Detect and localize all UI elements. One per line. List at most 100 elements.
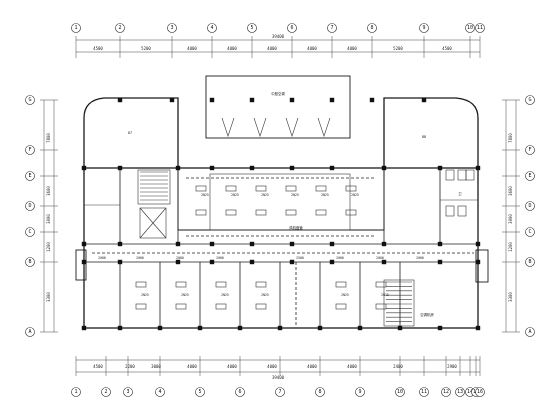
axis-bubble [327, 23, 337, 33]
left-dim-label: 7800 [46, 133, 51, 143]
duct-label: 2N25 [341, 293, 349, 297]
bottom-dim-label: 2900 [447, 364, 457, 369]
top-dim-label: 4000 [187, 46, 197, 51]
axis-bubble [25, 327, 35, 337]
bottom-axis-bubbles: 12345678910111213141516 [71, 387, 485, 397]
column [175, 241, 181, 247]
axis-bubble-label: 6 [290, 25, 293, 31]
fan-coil [255, 281, 267, 288]
left-dim-label: 3000 [46, 214, 51, 224]
duct-label: 2N25 [141, 293, 149, 297]
axis-bubble-label: E [28, 173, 31, 179]
fan-coil [315, 209, 327, 216]
axis-bubble-label: 7 [278, 389, 281, 395]
column [475, 165, 481, 171]
top-dim-label: 4000 [267, 46, 277, 51]
top-dim-total: 39400 [272, 34, 285, 39]
left-dim-label: 1200 [46, 242, 51, 252]
axis-bubble-label: 16 [477, 389, 483, 395]
axis-bubble-label: C [528, 229, 531, 235]
axis-bubble [155, 387, 165, 397]
fan-coil [285, 209, 297, 216]
bottom-dim-label: 4000 [187, 364, 197, 369]
vent-mark [253, 117, 267, 137]
axis-bubble [419, 23, 429, 33]
axis-bubble [25, 145, 35, 155]
stair-right [383, 279, 415, 327]
bottom-dim-label: 4000 [347, 364, 357, 369]
axis-bubble-label: 5 [250, 25, 253, 31]
axis-bubble [315, 387, 325, 397]
column [249, 259, 255, 265]
column [437, 325, 443, 331]
fan-coil [255, 303, 267, 310]
fan-coil [255, 185, 267, 192]
axis-bubble [525, 201, 535, 211]
column [289, 97, 295, 103]
axis-bubble-label: 3 [126, 389, 129, 395]
fan-coil [255, 209, 267, 216]
pipe-label: 2000 [336, 256, 344, 260]
column [209, 259, 215, 265]
axis-bubble [475, 387, 485, 397]
duct-label: 2N25 [261, 193, 269, 197]
axis-bubble-label: 8 [370, 25, 373, 31]
axis-bubble-label: B [528, 259, 531, 265]
pipe-label: 2000 [376, 256, 384, 260]
duct-label: 2N25 [321, 193, 329, 197]
axis-bubble-label: C [28, 229, 31, 235]
pipe-label: 2000 [416, 256, 424, 260]
bottom-dim-label: 3000 [151, 364, 161, 369]
axis-bubble-label: 14 [467, 389, 473, 395]
column [169, 97, 175, 103]
fan-coil [135, 281, 147, 288]
column [317, 325, 323, 331]
top-dim-label: 5200 [141, 46, 151, 51]
axis-bubble [287, 23, 297, 33]
column [397, 325, 403, 331]
atrium-block [205, 75, 351, 139]
pipe-label: 2000 [136, 256, 144, 260]
vent-mark [285, 117, 299, 137]
building-outline [75, 75, 489, 329]
axis-bubble-label: 1 [74, 389, 77, 395]
fan-coil [345, 185, 357, 192]
column [381, 165, 387, 171]
pipe-label: 2000 [98, 256, 106, 260]
atrium-label: 中庭空调 [271, 91, 285, 96]
duct-label: 2N25 [181, 293, 189, 297]
axis-bubble [115, 23, 125, 33]
bottom-dim-label: 4000 [227, 364, 237, 369]
left-dim-label: 3600 [46, 186, 51, 196]
column [81, 259, 87, 265]
axis-bubble [25, 95, 35, 105]
axis-bubble [275, 387, 285, 397]
axis-bubble [419, 387, 429, 397]
atrium-note: 风机盘管 [289, 225, 303, 230]
axis-bubble [367, 23, 377, 33]
column [175, 259, 181, 265]
axis-bubble-label: F [528, 147, 531, 153]
axis-bubble [167, 23, 177, 33]
pipe-label: 2000 [176, 256, 184, 260]
pipe-label: 2000 [216, 256, 224, 260]
column [209, 97, 215, 103]
axis-bubble-label: D [28, 203, 31, 209]
top-dim-label: 4500 [442, 46, 452, 51]
axis-bubble [247, 23, 257, 33]
column [81, 325, 87, 331]
axis-bubble [235, 387, 245, 397]
column [249, 241, 255, 247]
toilet-fixtures: 卫 [445, 169, 475, 217]
axis-bubble-label: A [528, 329, 531, 335]
axis-bubble-label: 9 [422, 25, 425, 31]
duct-label: 2N25 [261, 293, 269, 297]
axis-bubble [525, 95, 535, 105]
axis-bubble-label: 6 [238, 389, 241, 395]
column [289, 241, 295, 247]
right-wing-wall [383, 97, 479, 168]
column [175, 165, 181, 171]
